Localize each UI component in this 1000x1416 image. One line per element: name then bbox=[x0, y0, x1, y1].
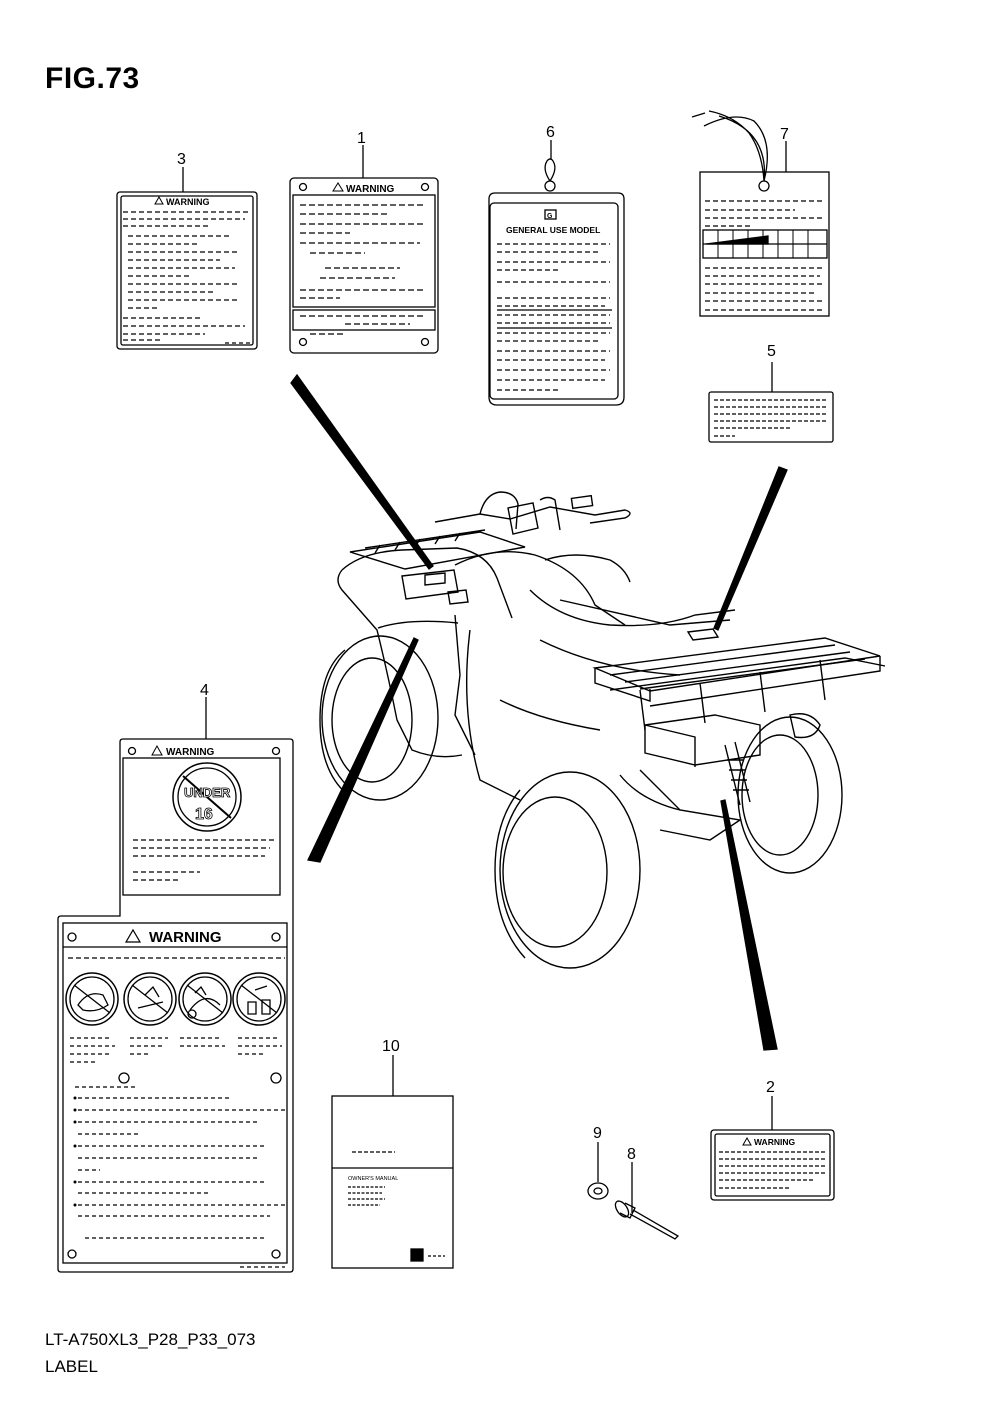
label-7[interactable] bbox=[691, 110, 830, 317]
washer-9[interactable] bbox=[587, 1182, 609, 1200]
label-2-warning-text: WARNING bbox=[754, 1137, 795, 1147]
owners-manual-10[interactable]: OWNER'S MANUAL bbox=[331, 1095, 454, 1269]
callout-10: 10 bbox=[382, 1038, 400, 1055]
under-16-text: UNDER bbox=[184, 785, 231, 800]
diagram-code: LT-A750XL3_P28_P33_073 bbox=[45, 1330, 256, 1349]
label-6-tag-letter: G bbox=[547, 213, 553, 220]
callout-3: 3 bbox=[177, 151, 186, 168]
callout-5: 5 bbox=[767, 343, 776, 360]
atv-illustration bbox=[319, 491, 886, 969]
label-3-warning-text: WARNING bbox=[166, 197, 210, 207]
callout-2: 2 bbox=[766, 1079, 775, 1096]
label-3[interactable]: WARNING bbox=[116, 191, 258, 350]
manual-title-text: OWNER'S MANUAL bbox=[348, 1176, 398, 1182]
label-1-warning-text: WARNING bbox=[346, 184, 395, 195]
callout-9: 9 bbox=[593, 1125, 602, 1142]
pictogram-2 bbox=[123, 972, 177, 1026]
figure-title: FIG.73 bbox=[45, 62, 140, 95]
label-6[interactable]: G GENERAL USE MODEL bbox=[488, 158, 625, 406]
label-1[interactable]: WARNING bbox=[289, 177, 439, 354]
callout-1: 1 bbox=[357, 130, 366, 147]
pictogram-1 bbox=[65, 972, 119, 1026]
label-6-title-text: GENERAL USE MODEL bbox=[506, 225, 600, 235]
pointer-4 bbox=[307, 637, 419, 863]
pictogram-4 bbox=[232, 972, 286, 1026]
pointer-2 bbox=[720, 799, 778, 1051]
label-4-warning-text: WARNING bbox=[166, 747, 215, 758]
label-4[interactable]: WARNING UNDER 16 WARNING bbox=[57, 738, 294, 1273]
callout-6: 6 bbox=[546, 124, 555, 141]
pictogram-3 bbox=[178, 972, 232, 1026]
diagram-name: LABEL bbox=[45, 1357, 98, 1376]
big-warning-text: WARNING bbox=[149, 929, 222, 946]
callout-4: 4 bbox=[200, 682, 209, 699]
age-16-text: 16 bbox=[195, 806, 213, 823]
rivet-8[interactable] bbox=[613, 1199, 680, 1240]
label-2[interactable]: WARNING bbox=[710, 1129, 835, 1201]
callout-7: 7 bbox=[780, 126, 789, 143]
label-5[interactable] bbox=[708, 391, 834, 443]
pointer-5 bbox=[713, 466, 788, 631]
callout-8: 8 bbox=[627, 1146, 636, 1163]
pointer-1 bbox=[290, 373, 434, 570]
